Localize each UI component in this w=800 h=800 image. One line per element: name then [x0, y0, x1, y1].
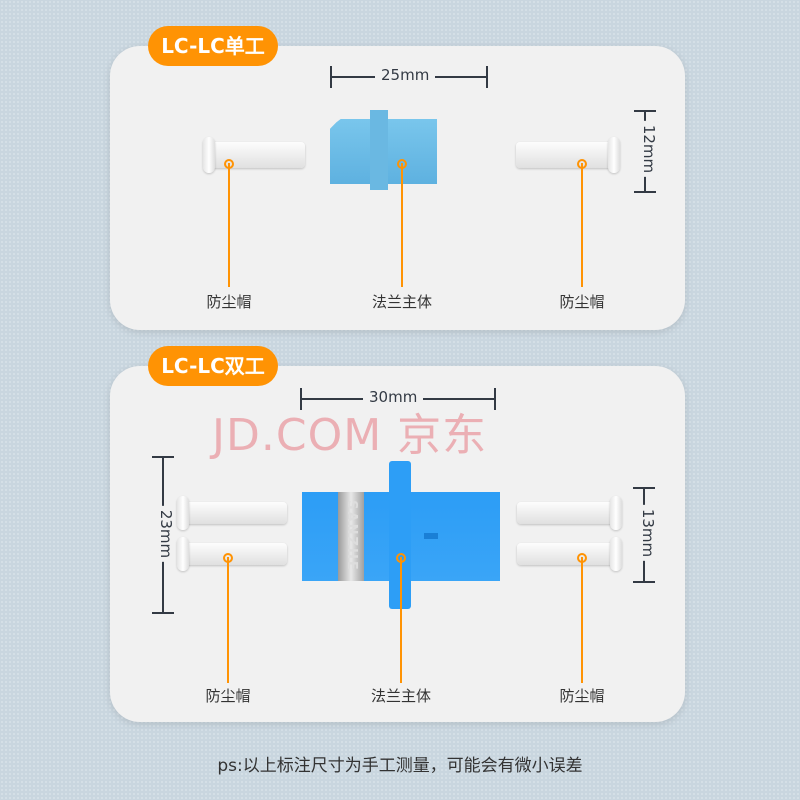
dust-cap-right-top — [517, 502, 617, 524]
label-body: 法兰主体 — [370, 687, 431, 705]
leader-line — [581, 163, 583, 287]
simplex-badge: LC-LC单工 — [148, 26, 278, 66]
leader-line — [228, 163, 230, 287]
dust-cap-head — [610, 496, 622, 530]
marker-dot — [397, 159, 407, 169]
dust-cap-head — [177, 537, 189, 571]
brand-text: SANZHE — [344, 500, 359, 572]
height-label: 12mm — [640, 120, 659, 178]
dim-tick — [300, 388, 302, 410]
dim-tick — [634, 191, 656, 193]
label-left-cap: 防尘帽 — [205, 687, 251, 705]
marker-dot — [223, 553, 233, 563]
dim-tick — [633, 581, 655, 583]
dim-tick — [330, 66, 332, 88]
dust-cap-right-bottom — [517, 543, 617, 565]
marker-dot — [396, 553, 406, 563]
leader-line — [581, 557, 583, 683]
dim-tick — [634, 110, 656, 112]
width-label: 30mm — [363, 388, 424, 406]
dim-tick — [152, 456, 174, 458]
dust-cap-left-top — [182, 502, 287, 524]
leader-line — [227, 557, 229, 683]
height-label-right: 13mm — [639, 504, 658, 562]
dim-tick — [152, 612, 174, 614]
label-body: 法兰主体 — [371, 293, 432, 311]
dust-cap-right — [516, 142, 616, 168]
adapter-slot — [424, 533, 438, 539]
dust-cap-head — [177, 496, 189, 530]
duplex-badge: LC-LC双工 — [148, 346, 278, 386]
simplex-panel — [110, 46, 685, 330]
dim-tick — [633, 487, 655, 489]
marker-dot — [224, 159, 234, 169]
dust-cap-head — [203, 137, 215, 173]
footer-note: ps:以上标注尺寸为手工测量，可能会有微小误差 — [217, 756, 583, 776]
leader-line — [400, 557, 402, 683]
label-right-cap: 防尘帽 — [559, 687, 605, 705]
adapter-flange — [370, 110, 388, 190]
dust-cap-head — [608, 137, 620, 173]
marker-dot — [577, 159, 587, 169]
height-label-left: 23mm — [157, 505, 176, 563]
label-right-cap: 防尘帽 — [559, 293, 605, 311]
dust-cap-left — [208, 142, 305, 168]
dim-tick — [486, 66, 488, 88]
width-label: 25mm — [375, 66, 436, 84]
adapter-flange — [389, 461, 411, 609]
dust-cap-head — [610, 537, 622, 571]
watermark: JD.COM 京东 — [212, 410, 488, 461]
dim-tick — [494, 388, 496, 410]
dust-cap-left-bottom — [182, 543, 287, 565]
label-left-cap: 防尘帽 — [206, 293, 252, 311]
marker-dot — [577, 553, 587, 563]
metal-clip — [338, 492, 364, 581]
leader-line — [401, 163, 403, 287]
